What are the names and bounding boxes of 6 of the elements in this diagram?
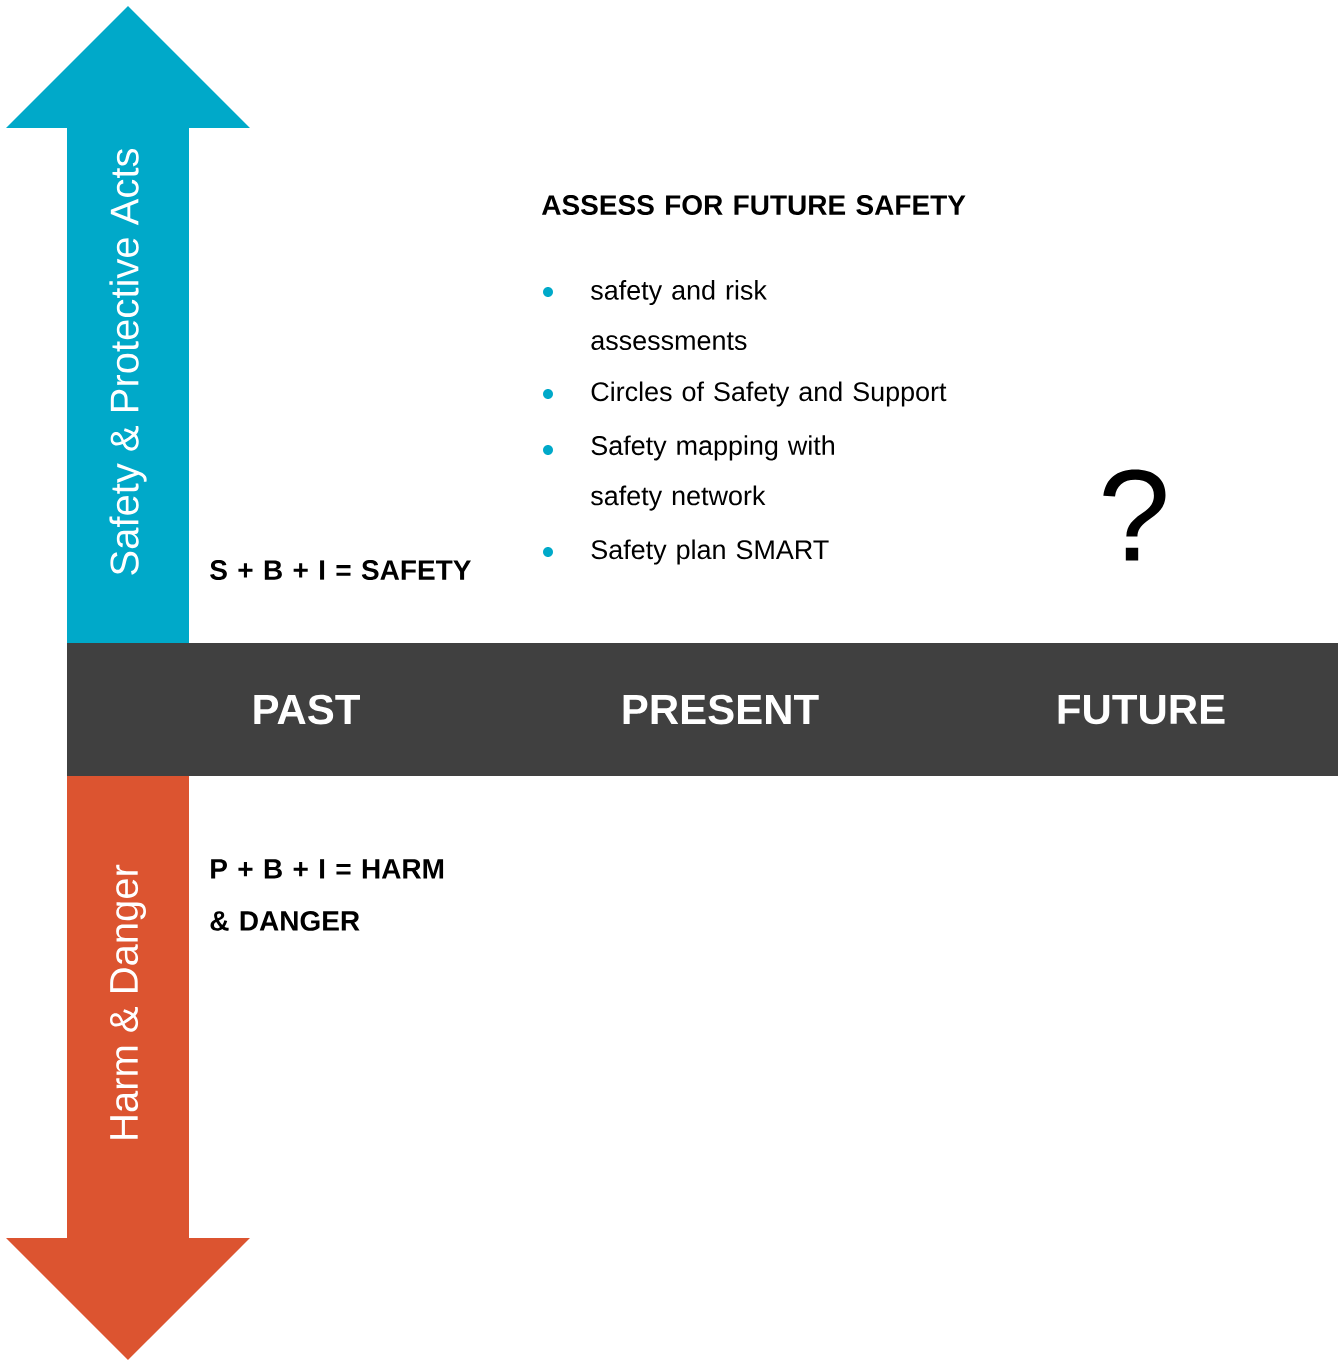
timeline-band: PAST PRESENT FUTURE <box>67 643 1338 776</box>
bullet-text: Circles of Safety and Support <box>591 381 947 407</box>
bullet-text: Safety mapping with safety network <box>591 435 834 511</box>
bullet-text: Safety plan SMART <box>591 539 829 565</box>
bullet-text: safety and risk assessments <box>591 280 767 350</box>
heading: ASSESS FOR FUTURE SAFETY <box>541 195 966 215</box>
